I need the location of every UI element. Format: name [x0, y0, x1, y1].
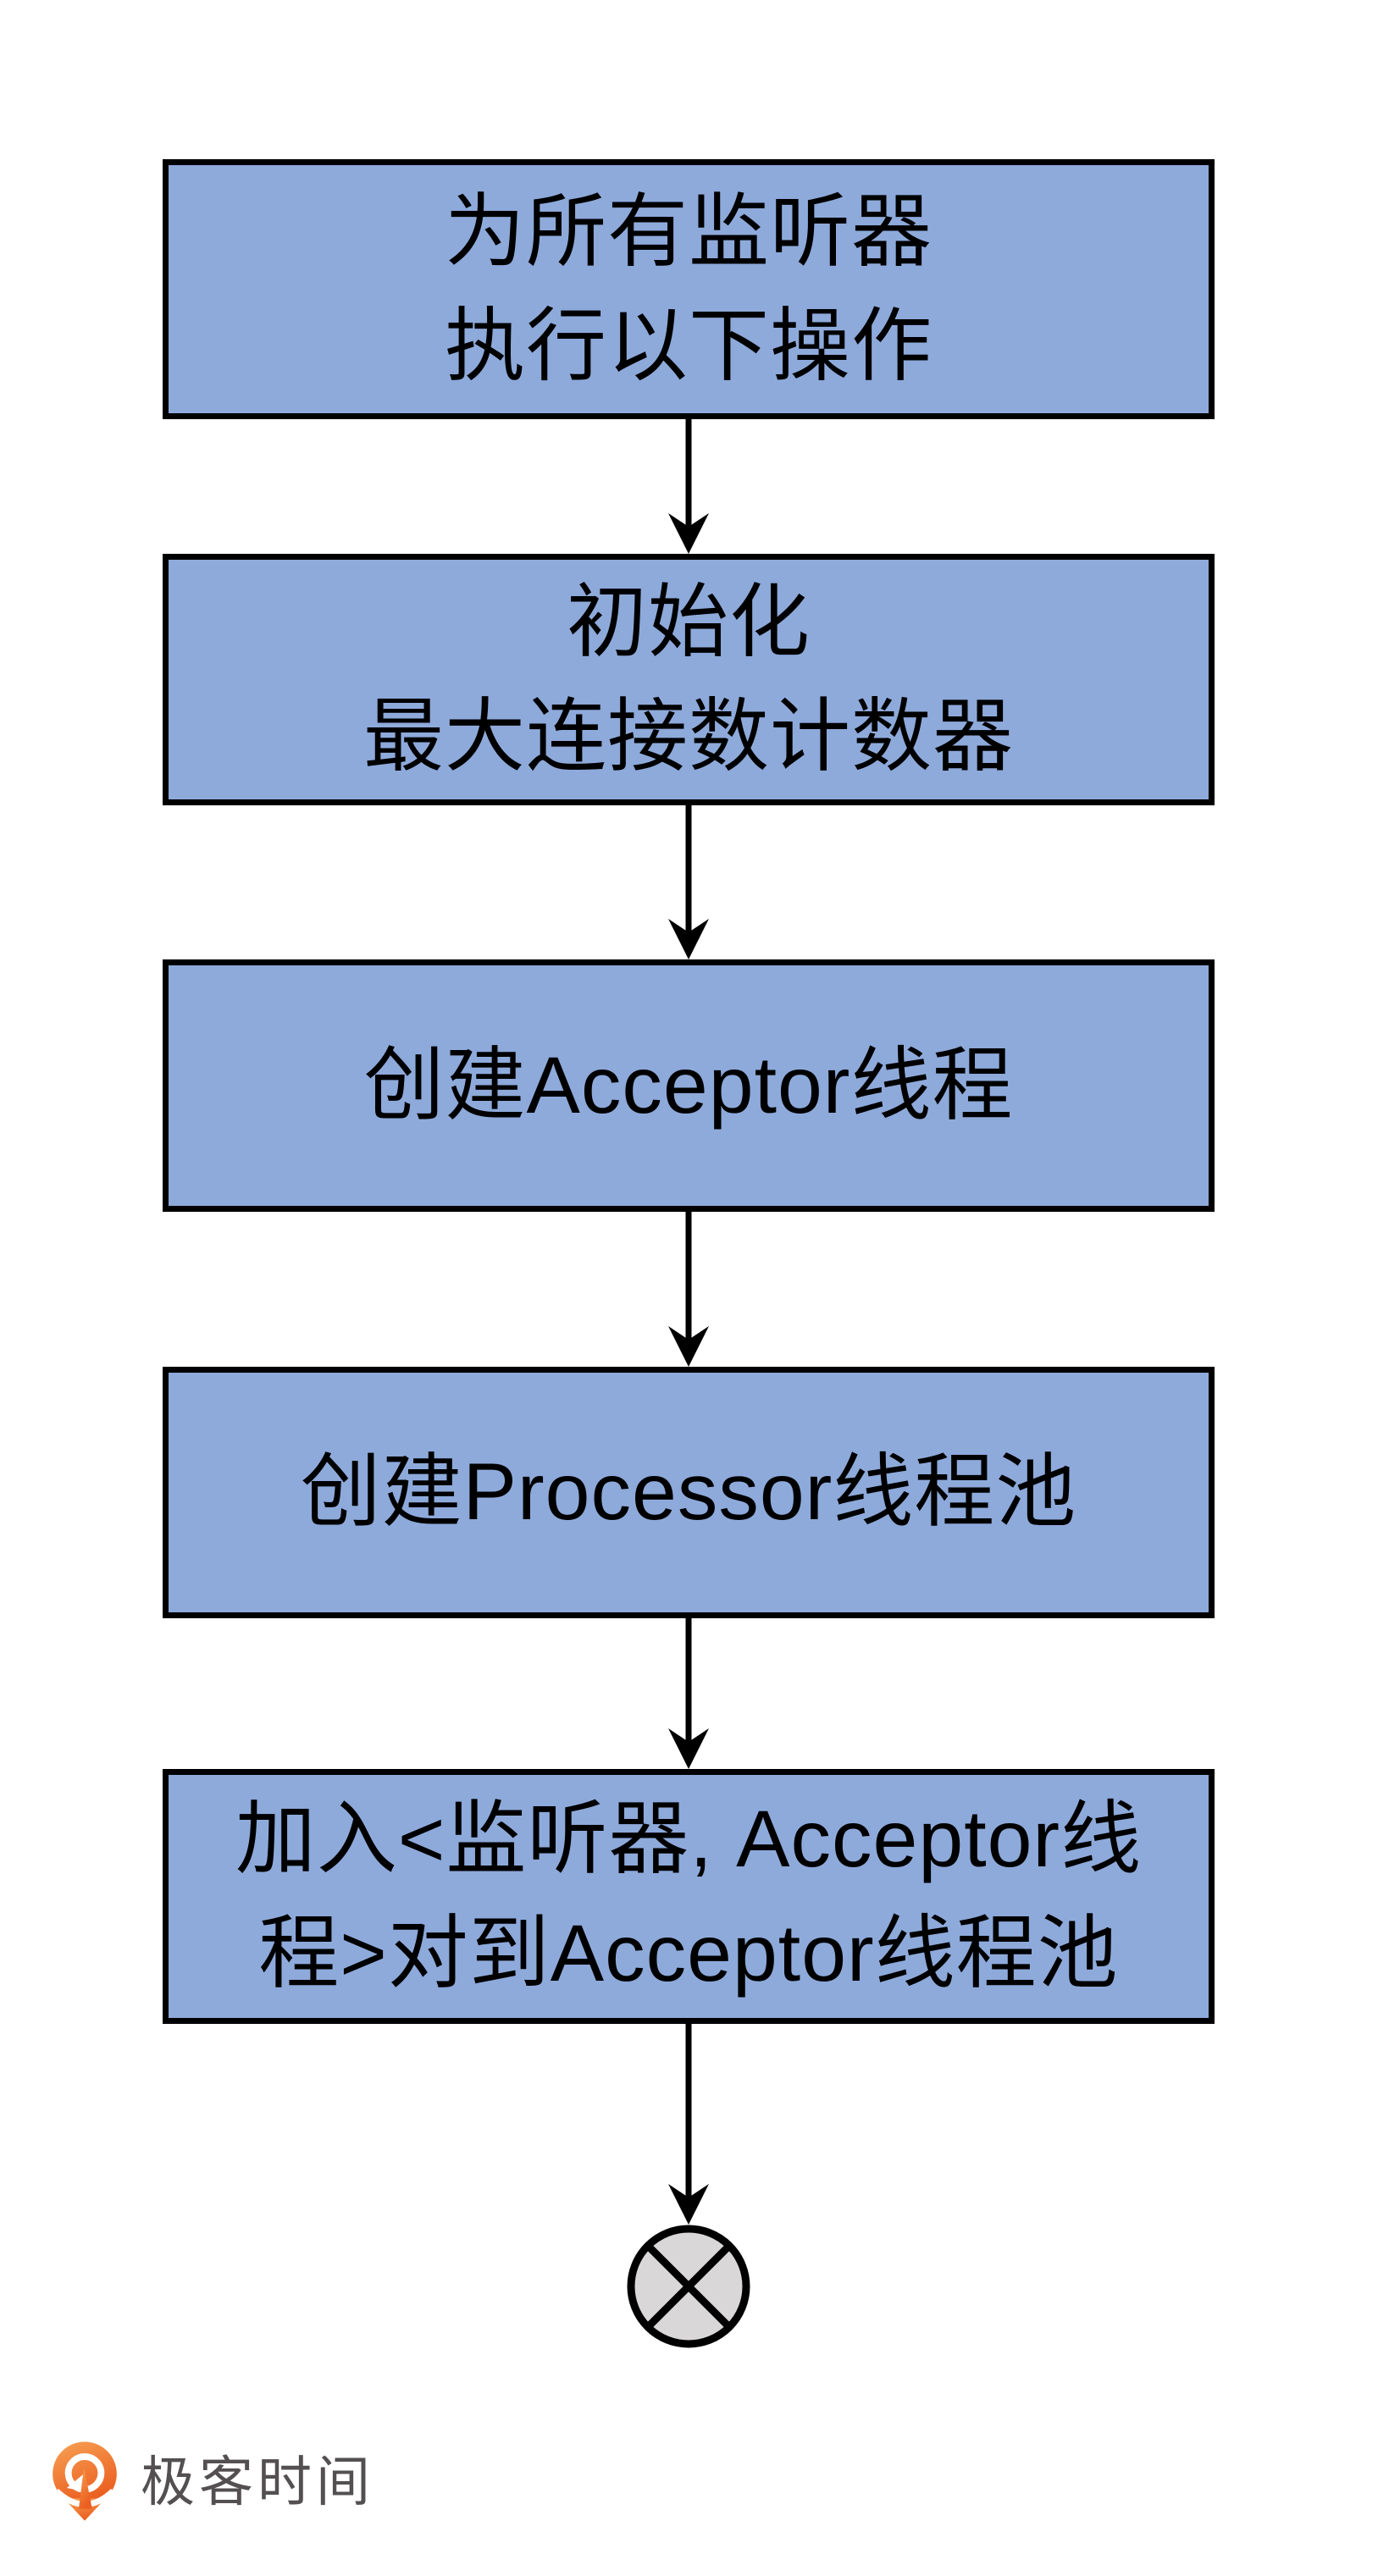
flow-step-4: 创建Processor线程池	[163, 1367, 1215, 1618]
flow-step-3: 创建Acceptor线程	[163, 959, 1215, 1212]
flow-step-1-label-line2: 执行以下操作	[444, 301, 933, 391]
flow-step-1: 为所有监听器 执行以下操作	[163, 159, 1215, 419]
flow-step-5: 加入<监听器, Acceptor线 程>对到Acceptor线程池	[163, 1769, 1215, 2024]
end-terminator-icon	[627, 2225, 750, 2348]
geektime-logo-text: 极客时间	[141, 2452, 374, 2512]
flow-arrow-3-icon	[668, 1212, 709, 1367]
flow-step-5-label: 加入<监听器, Acceptor线	[235, 1794, 1143, 1884]
flow-step-2: 初始化 最大连接数计数器	[163, 554, 1215, 805]
geektime-logo: 极客时间	[47, 2439, 374, 2525]
flow-step-2-label: 初始化	[566, 577, 811, 667]
flow-step-3-label: 创建Acceptor线程	[363, 1040, 1014, 1130]
flow-step-1-label: 为所有监听器	[444, 186, 933, 277]
flow-step-4-label: 创建Processor线程池	[300, 1447, 1077, 1538]
flow-step-2-label-line2: 最大连接数计数器	[362, 691, 1014, 782]
flow-step-5-label-line2: 程>对到Acceptor线程池	[258, 1908, 1119, 1998]
flow-arrow-1-icon	[668, 419, 709, 554]
geektime-pin-icon	[53, 2441, 117, 2521]
flow-arrow-2-icon	[668, 805, 709, 959]
flow-arrow-5-icon	[668, 2024, 709, 2225]
flow-arrow-4-icon	[668, 1618, 709, 1769]
